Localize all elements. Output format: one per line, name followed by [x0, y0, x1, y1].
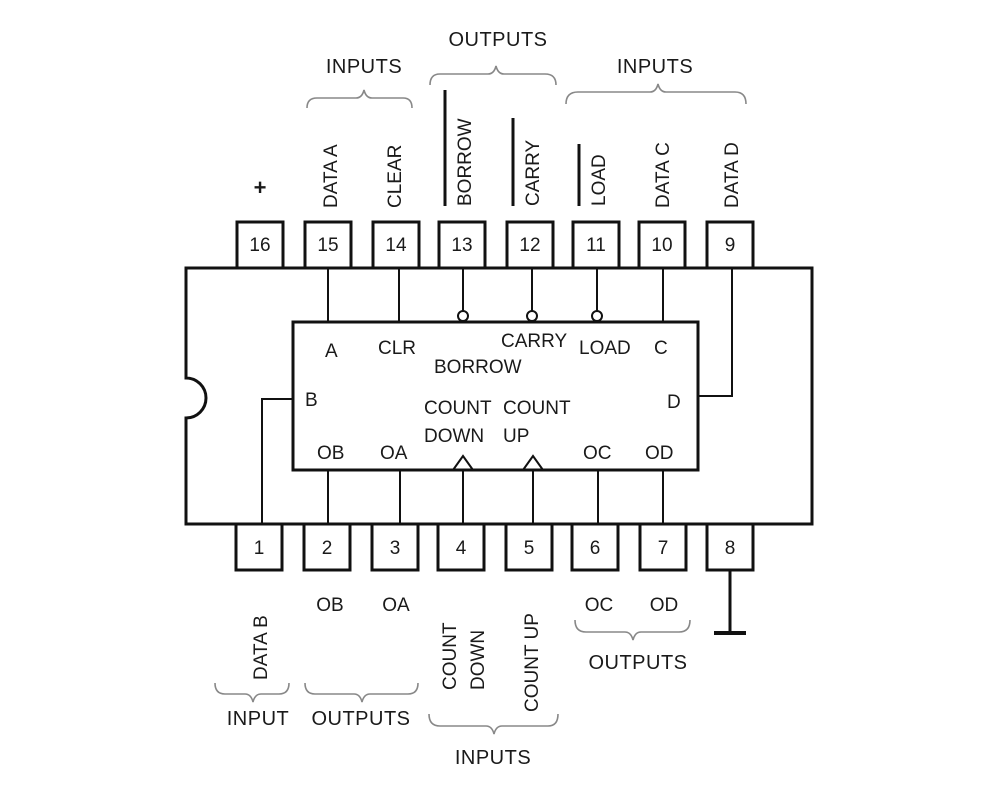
internal-qa: OA	[380, 443, 408, 464]
pin1-box	[234, 522, 284, 572]
bottom-outputs-right-label: OUTPUTS	[588, 652, 687, 674]
power-plus-symbol: +	[254, 175, 267, 200]
pin12-number: 12	[519, 235, 540, 256]
top-inputs-right-label: INPUTS	[617, 56, 693, 78]
pin12-label: CARRY	[523, 140, 544, 206]
counter-logic-block	[291, 320, 700, 472]
bottom-outputs-left-brace	[304, 682, 419, 703]
pin7-label: OD	[650, 595, 679, 616]
pin9-label: DATA D	[722, 142, 743, 208]
pin2-number: 2	[322, 538, 333, 559]
pin14-label: CLEAR	[385, 145, 406, 208]
pin3-number: 3	[390, 538, 401, 559]
pin8-number: 8	[725, 538, 736, 559]
pin10-box	[637, 220, 687, 270]
bottom-pins: 1 2 3 4 5 6 7 8	[234, 522, 755, 572]
pin3-box	[370, 522, 420, 572]
top-pins: 16 15 14 13 12 11 10 9	[235, 220, 755, 270]
pin1-number: 1	[254, 538, 265, 559]
top-pin-labels: + DATA A CLEAR BORROW CARRY LOAD DATA C …	[254, 90, 743, 208]
internal-labels: A CLR CARRY BORROW LOAD C B D COUNT DOWN…	[305, 331, 681, 464]
pin4-label-line2: DOWN	[468, 630, 489, 690]
pin8-box	[705, 522, 755, 572]
bottom-outputs-left-label: OUTPUTS	[311, 708, 410, 730]
internal-count-up-2: UP	[503, 426, 529, 447]
bottom-pin-labels: DATA B OB OA COUNT DOWN COUNT UP OC OD	[251, 595, 678, 712]
load-inversion-bubble	[591, 310, 603, 322]
internal-qb: OB	[317, 443, 344, 464]
pin2-box	[302, 522, 352, 572]
internal-wires-top	[327, 268, 733, 397]
bottom-inputs-label: INPUTS	[455, 747, 531, 769]
internal-qc: OC	[583, 443, 612, 464]
pin7-box	[638, 522, 688, 572]
pin10-label: DATA C	[653, 142, 674, 208]
pin6-box	[570, 522, 620, 572]
pin6-label: OC	[585, 595, 614, 616]
pin4-label-line1: COUNT	[440, 622, 461, 690]
borrow-inversion-bubble	[457, 310, 469, 322]
pin14-number: 14	[385, 235, 407, 256]
top-outputs-label: OUTPUTS	[448, 29, 547, 51]
pin13-label: BORROW	[455, 118, 476, 206]
bottom-inputs-brace	[428, 713, 559, 735]
bottom-group-labels: OUTPUTS INPUT OUTPUTS INPUTS	[214, 619, 691, 769]
internal-d: D	[667, 392, 681, 413]
pin14-box	[371, 220, 421, 270]
pin13-number: 13	[451, 235, 472, 256]
pin1-label: DATA B	[251, 615, 272, 680]
carry-inversion-bubble	[526, 310, 538, 322]
internal-load: LOAD	[579, 338, 631, 359]
internal-a: A	[325, 341, 338, 362]
pin16-number: 16	[249, 235, 270, 256]
internal-count-up-1: COUNT	[503, 398, 571, 419]
pin7-number: 7	[658, 538, 669, 559]
pin6-number: 6	[590, 538, 601, 559]
pin5-box	[504, 522, 554, 572]
top-group-labels: INPUTS OUTPUTS INPUTS	[306, 29, 747, 109]
pin11-number: 11	[586, 235, 606, 256]
count-up-clock-symbol	[522, 454, 544, 471]
pin9-number: 9	[725, 235, 736, 256]
pin15-label: DATA A	[321, 144, 342, 208]
pin16-box	[235, 220, 285, 270]
internal-clr: CLR	[378, 338, 416, 359]
ground-symbol	[714, 570, 746, 635]
pin10-number: 10	[651, 235, 672, 256]
bottom-input-label: INPUT	[227, 708, 290, 730]
bottom-outputs-right-brace	[574, 619, 691, 641]
internal-b: B	[305, 390, 318, 411]
chip-body-outline	[184, 266, 814, 526]
pin5-label: COUNT UP	[522, 613, 543, 712]
pin3-label: OA	[382, 595, 410, 616]
internal-carry: CARRY	[501, 331, 567, 352]
internal-borrow: BORROW	[434, 357, 522, 378]
pin5-number: 5	[524, 538, 535, 559]
pin11-label: LOAD	[589, 154, 610, 206]
internal-wires-bottom	[261, 398, 664, 524]
pin4-box	[436, 522, 486, 572]
top-inputs-left-label: INPUTS	[326, 56, 402, 78]
internal-count-down-2: DOWN	[424, 426, 484, 447]
internal-qd: OD	[645, 443, 674, 464]
bottom-input-brace	[214, 682, 290, 703]
pin4-number: 4	[456, 538, 467, 559]
pin15-number: 15	[317, 235, 338, 256]
top-inputs-left-brace	[306, 89, 413, 109]
count-down-clock-symbol	[452, 454, 474, 471]
top-outputs-brace	[429, 65, 557, 86]
pin9-box	[705, 220, 755, 270]
internal-c: C	[654, 338, 668, 359]
top-inputs-right-brace	[565, 83, 747, 105]
pin15-box	[303, 220, 353, 270]
pin2-label: OB	[316, 595, 343, 616]
internal-count-down-1: COUNT	[424, 398, 492, 419]
